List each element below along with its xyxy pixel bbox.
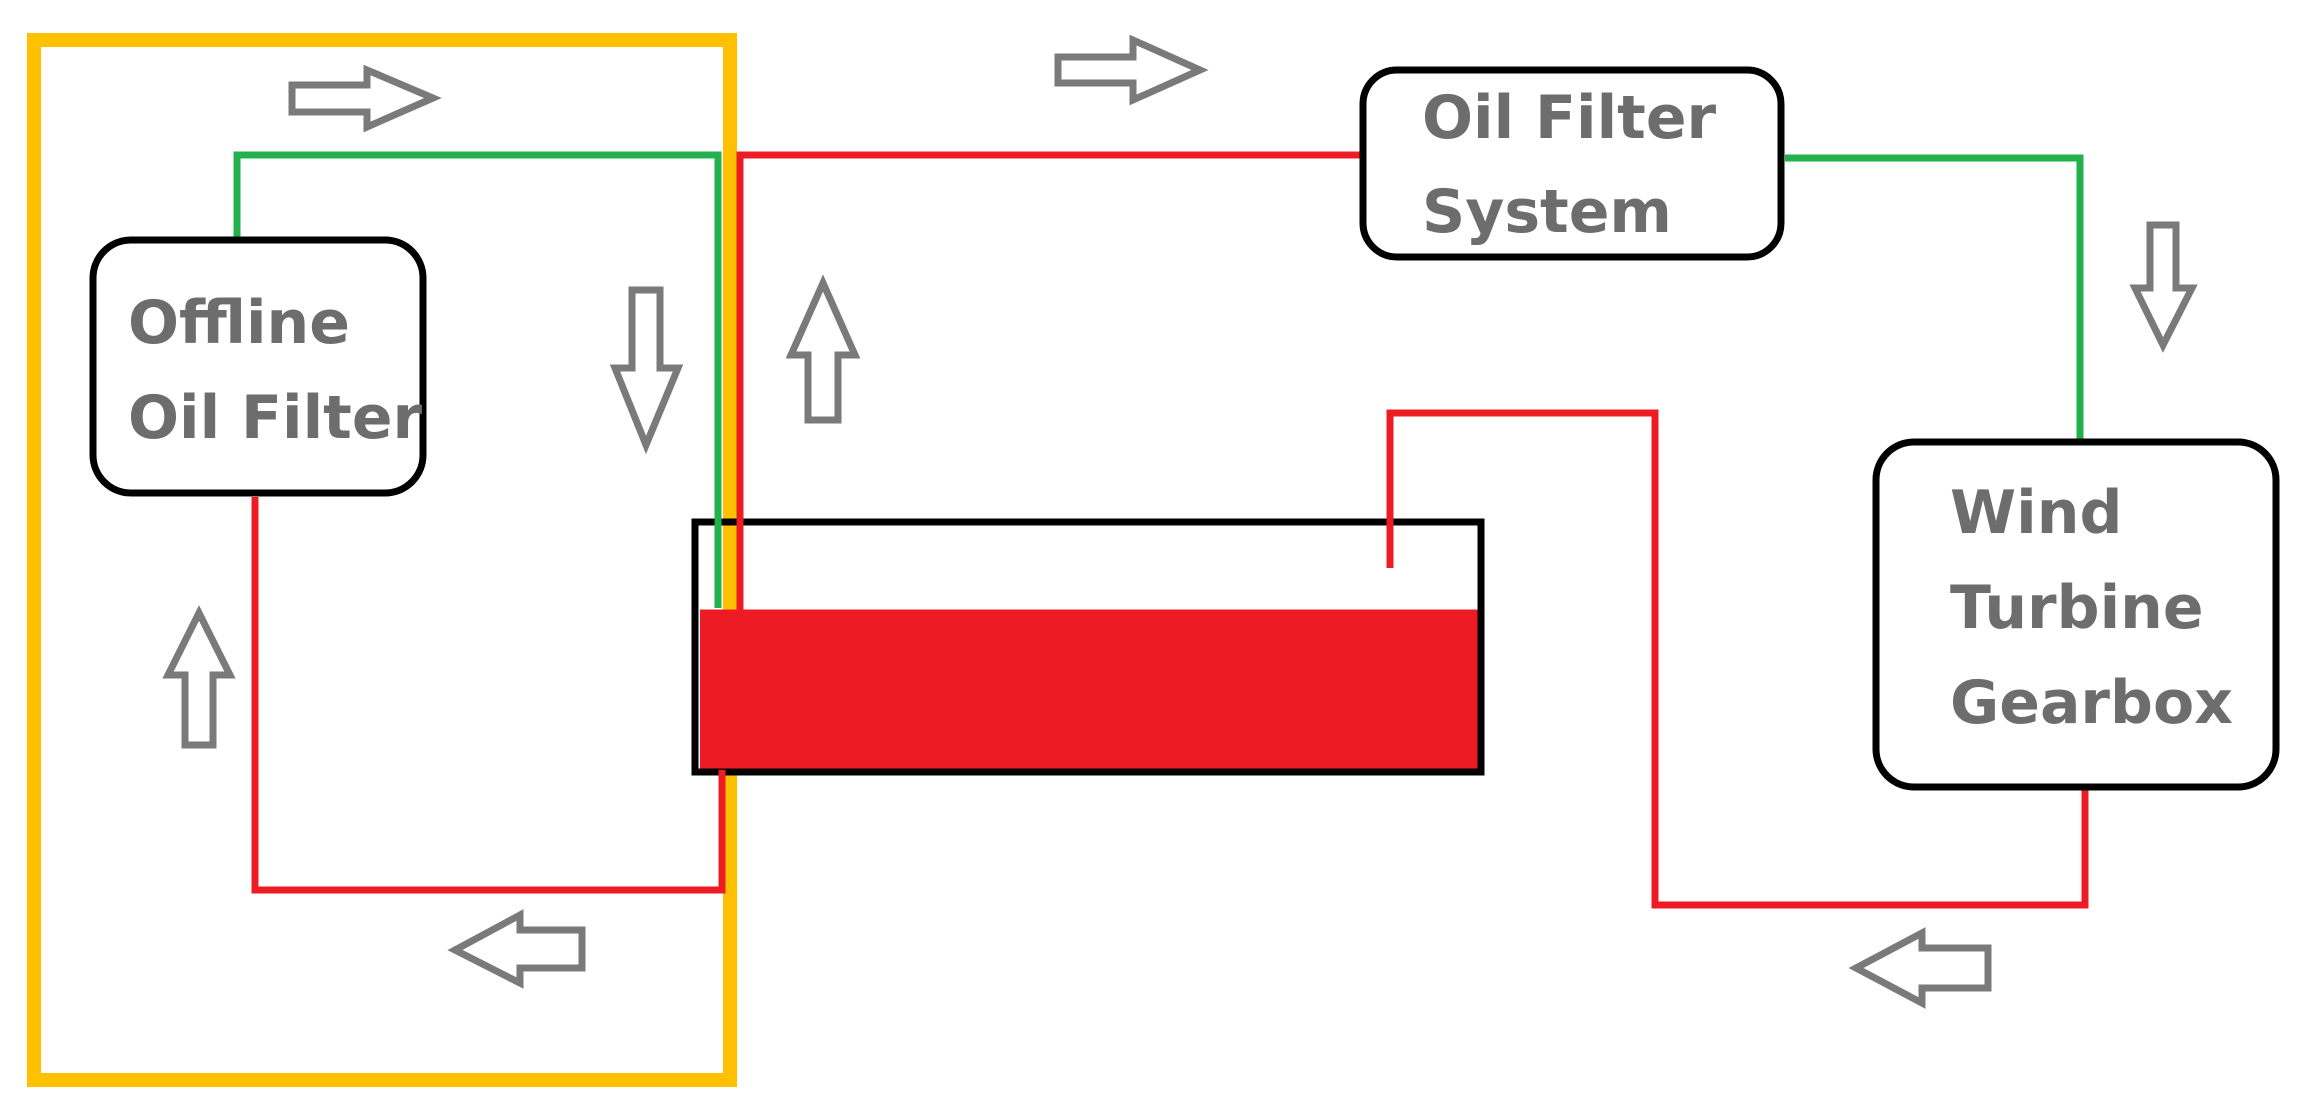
gearbox-label-line1: Wind [1950,478,2122,548]
right-arrow-icon [288,64,442,133]
gearbox-label-line2: Turbine [1950,573,2204,643]
oil-tank-outline [691,518,1485,776]
oil-filter-system-box: Oil Filter System [1359,66,1785,261]
supply-line-offline-filter [233,151,722,608]
up-arrow-icon [162,605,236,749]
oil-tank [691,518,1485,776]
supply-line-to-gearbox [1785,154,2084,440]
left-arrow-icon [447,909,586,989]
oil-tank-oil-level [700,609,1480,772]
down-arrow-icon [2129,221,2198,353]
left-arrow-icon [1848,927,1992,1009]
offline-filter-label-line1: Offline [128,288,350,358]
offline-oil-filter-box: Offline Oil Filter [89,236,427,497]
flow-arrows [162,34,2198,1009]
return-line-from-gearbox [1386,409,2089,909]
offline-loop-highlight-frame [27,33,737,1087]
return-line-offline-filter [251,497,726,894]
offline-filter-label-line2: Oil Filter [128,383,423,453]
feed-line-to-oil-filter-system [736,151,1362,610]
down-arrow-icon [609,286,684,455]
wind-turbine-gearbox-box: Wind Turbine Gearbox [1872,438,2280,791]
oil-filter-system-label-line2: System [1422,177,1672,247]
oil-filter-system-label-line1: Oil Filter [1422,83,1717,153]
up-arrow-icon [785,274,861,424]
gearbox-label-line3: Gearbox [1950,668,2233,738]
right-arrow-icon [1054,34,1209,106]
